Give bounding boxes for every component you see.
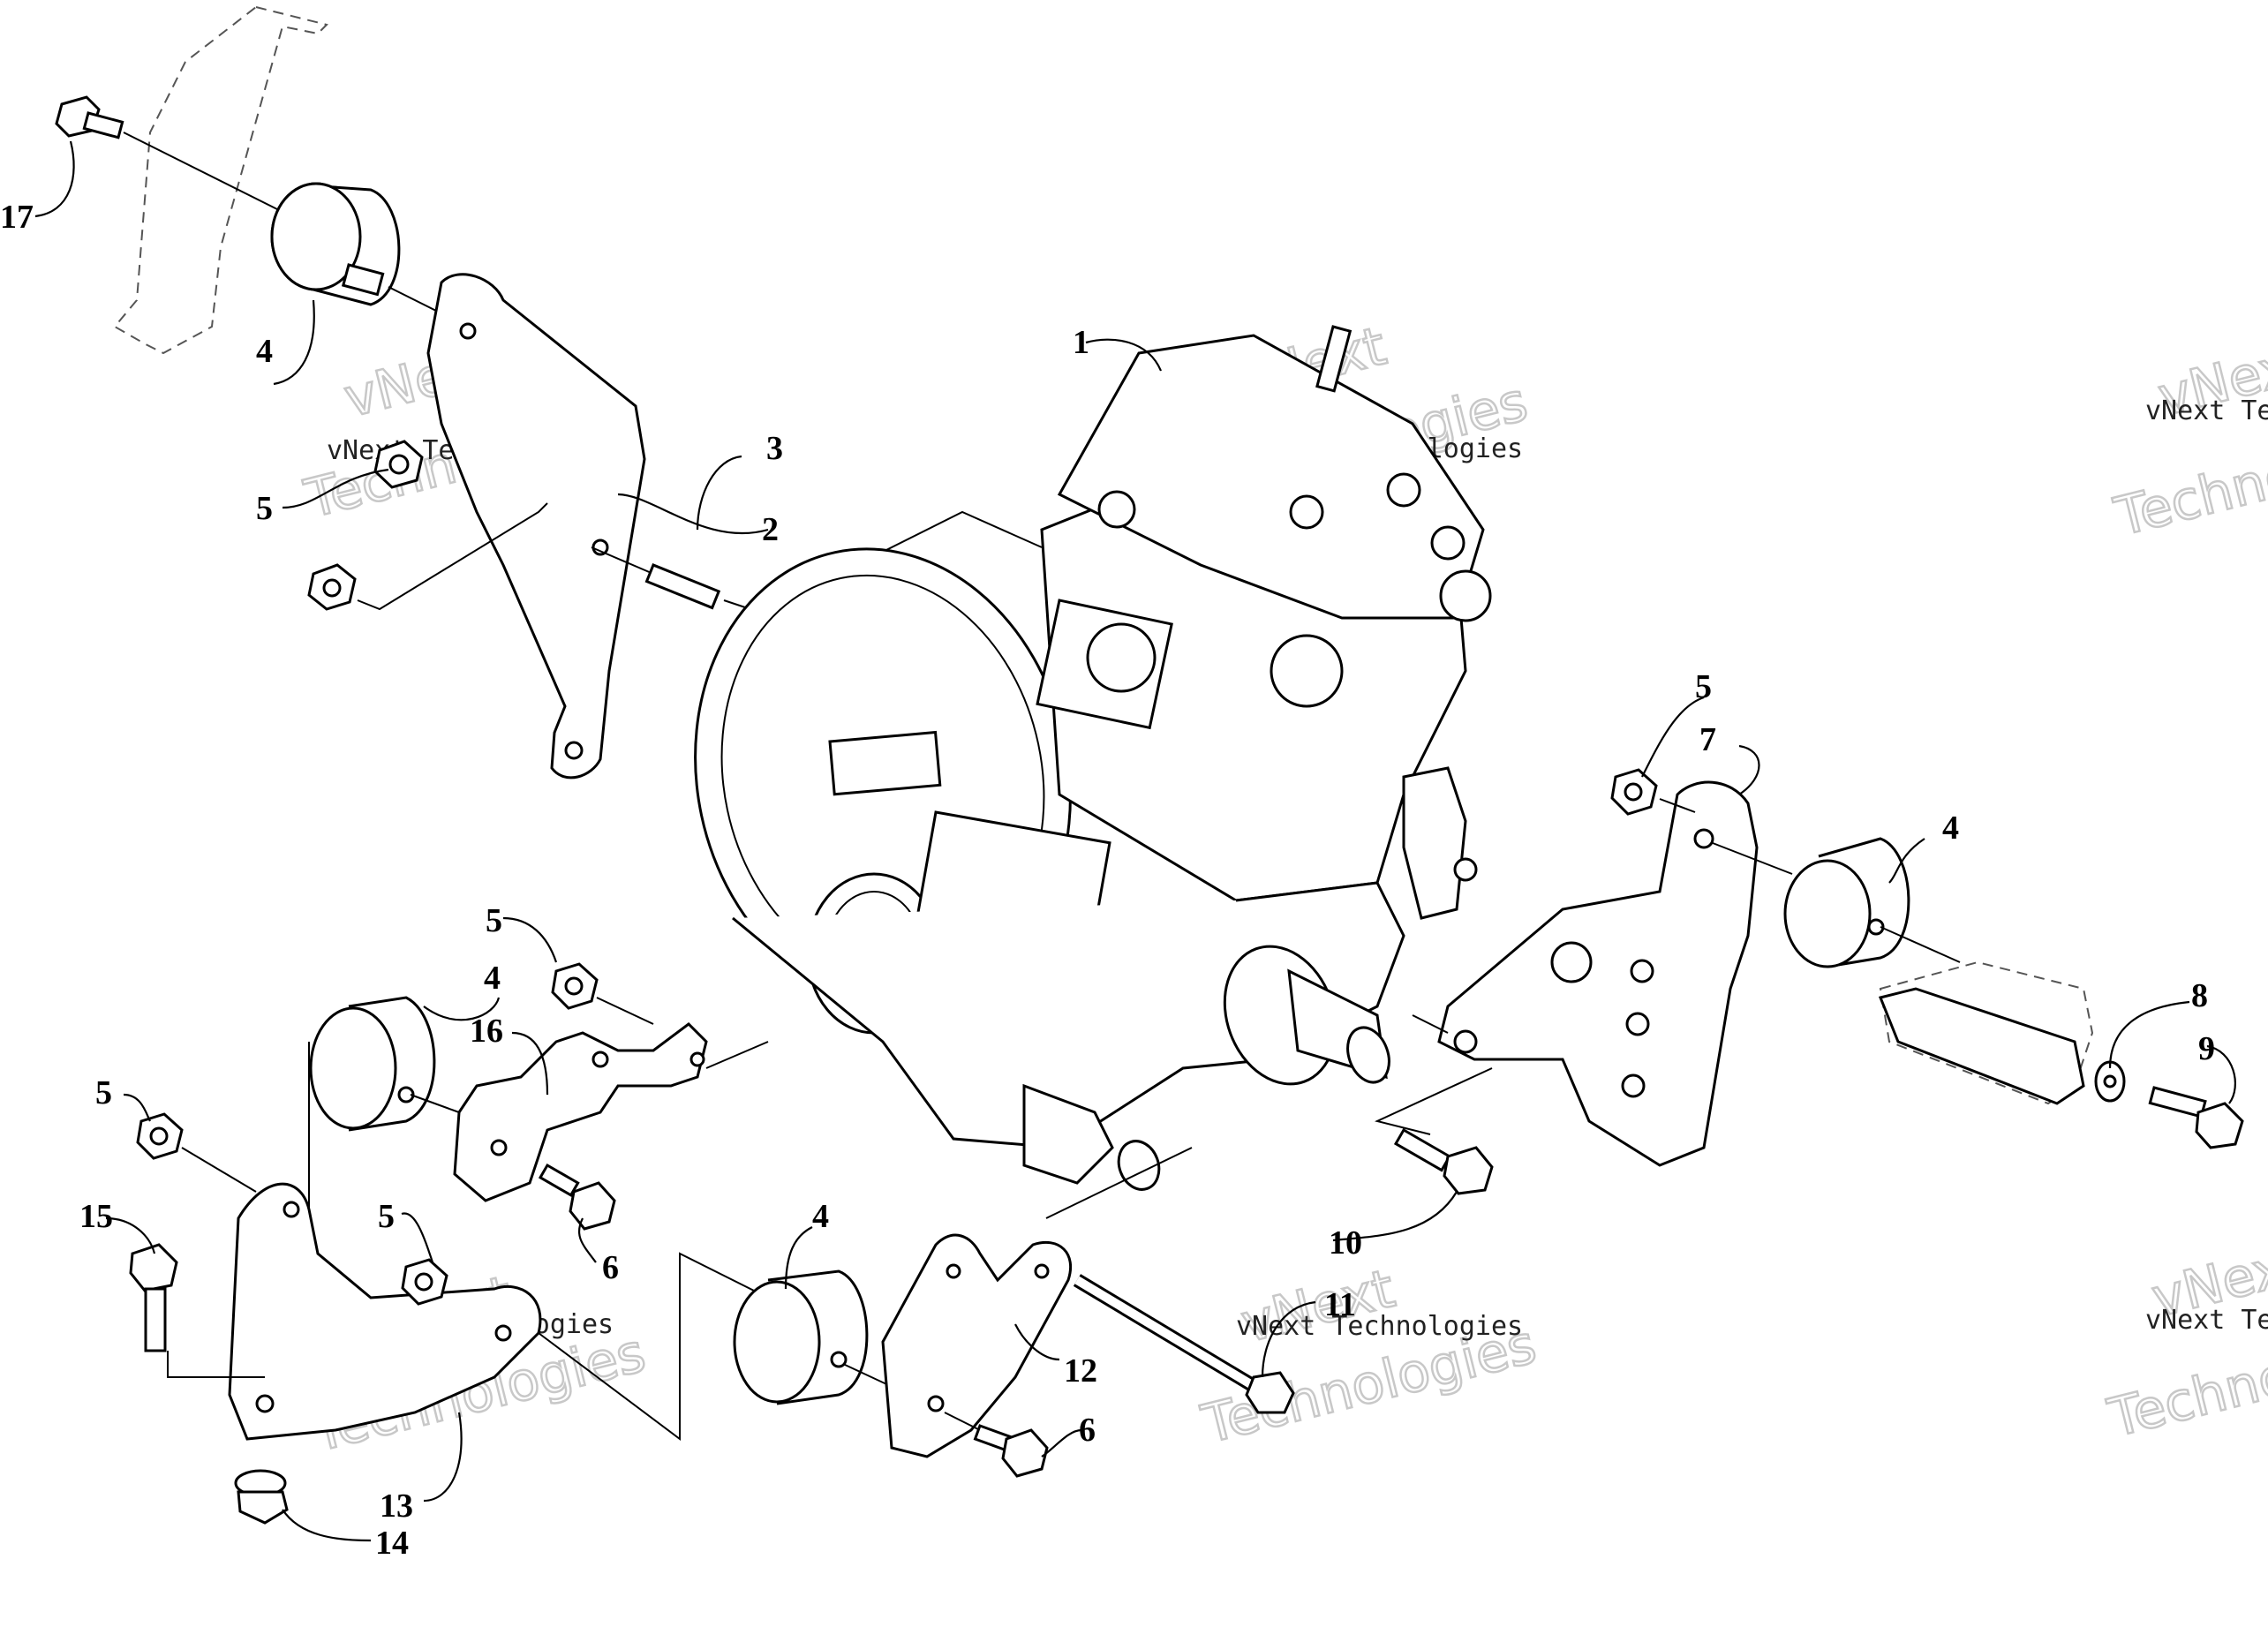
part-4-rubber-mount-top-left (270, 182, 469, 328)
chassis-reference-bracket (113, 5, 328, 355)
part-15-bolt (129, 1243, 265, 1378)
watermark-text: vNext Technologies (2145, 395, 2268, 426)
part-16-bracket (453, 1022, 769, 1202)
part-5-nut-far-left (136, 1112, 257, 1193)
part-5-nut-top (373, 440, 424, 489)
callout-11: 11 (1324, 1286, 1356, 1323)
part-4-rubber-mount-right (1712, 837, 1961, 968)
part-4-rubber-mount-lower-left (308, 996, 460, 1324)
part-5-nut-mid-left (551, 962, 654, 1025)
chassis-reference-bracket-right (1879, 960, 2094, 1105)
part-11-long-bolt (1073, 1274, 1295, 1414)
part-5-nut-bottom-left (401, 1258, 448, 1306)
part-4-rubber-mount-lower-center (538, 1252, 910, 1441)
callout-4: 4 (1942, 810, 1959, 847)
callout-5: 5 (256, 490, 273, 527)
callout-13: 13 (380, 1488, 413, 1525)
callout-16: 16 (470, 1013, 503, 1050)
leader-lines (34, 140, 2236, 1542)
callout-5: 5 (1695, 668, 1712, 705)
callout-5: 5 (95, 1074, 112, 1111)
part-6-bolt-left (538, 1163, 616, 1231)
callout-3: 3 (766, 430, 783, 467)
part-5-nut-right (1610, 768, 1696, 816)
callout-12: 12 (1064, 1352, 1097, 1390)
part-12-bracket (881, 1147, 1193, 1458)
part-3-engine-bracket-left (426, 273, 646, 780)
part-10-bolt (1375, 1067, 1494, 1195)
callout-8: 8 (2191, 977, 2208, 1014)
part-5-nut-lower (307, 502, 548, 611)
part-8-washer (2094, 1060, 2126, 1103)
callout-5: 5 (486, 902, 502, 939)
callout-14: 14 (375, 1525, 409, 1562)
part-6-bolt-bottom (944, 1412, 1049, 1478)
part-7-engine-bracket-right (1412, 780, 1759, 1167)
callout-6: 6 (602, 1249, 619, 1286)
watermark-big-text: Technologies (2109, 406, 2268, 548)
callout-4: 4 (484, 960, 501, 997)
callout-6: 6 (1079, 1412, 1096, 1449)
callout-10: 10 (1329, 1224, 1362, 1262)
callout-2: 2 (762, 511, 779, 548)
part-17-bolt (55, 95, 283, 213)
watermark-center-bottom: vNext Technologies (1194, 1257, 1542, 1457)
watermark-text: vNext Technologies (1236, 1311, 1523, 1342)
callout-15: 15 (79, 1198, 113, 1235)
watermark-text: vNext Technologies (2145, 1305, 2268, 1336)
right-bracket-plate (1878, 987, 2085, 1105)
part-14-nut (234, 1469, 289, 1525)
callout-7: 7 (1699, 721, 1716, 758)
callout-5: 5 (378, 1198, 395, 1235)
part-9-bolt (2148, 1086, 2244, 1149)
callout-labels: 17 4 1 3 5 2 5 7 4 5 4 16 8 9 5 5 4 15 6… (0, 199, 2215, 1562)
callout-4: 4 (256, 333, 273, 370)
engine-assembly (694, 325, 1492, 1191)
callout-17: 17 (0, 199, 34, 236)
callout-4: 4 (812, 1198, 829, 1235)
callout-9: 9 (2198, 1030, 2215, 1067)
callout-1: 1 (1073, 324, 1089, 361)
